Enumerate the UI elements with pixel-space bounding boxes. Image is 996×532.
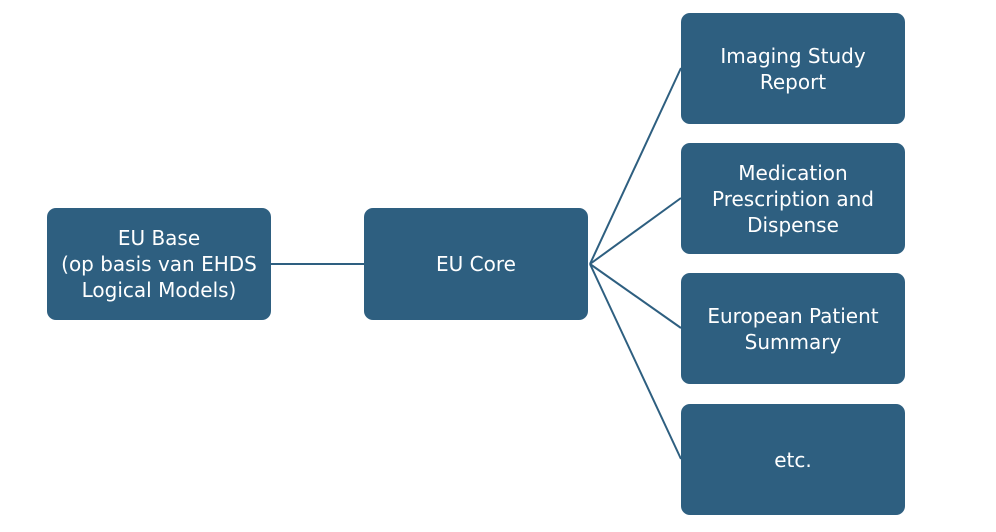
european-patient-summary-node: European Patient Summary — [681, 273, 905, 384]
etc-node: etc. — [681, 404, 905, 515]
connector-core-etc — [589, 263, 682, 460]
imaging-study-report-node: Imaging Study Report — [681, 13, 905, 124]
medication-prescription-node: Medication Prescription and Dispense — [681, 143, 905, 254]
connector-core-patient-summary — [589, 263, 682, 329]
eu-core-node: EU Core — [364, 208, 588, 320]
connector-core-medication — [589, 197, 682, 265]
connector-core-imaging — [589, 67, 682, 265]
eu-base-node: EU Base (op basis van EHDS Logical Model… — [47, 208, 271, 320]
